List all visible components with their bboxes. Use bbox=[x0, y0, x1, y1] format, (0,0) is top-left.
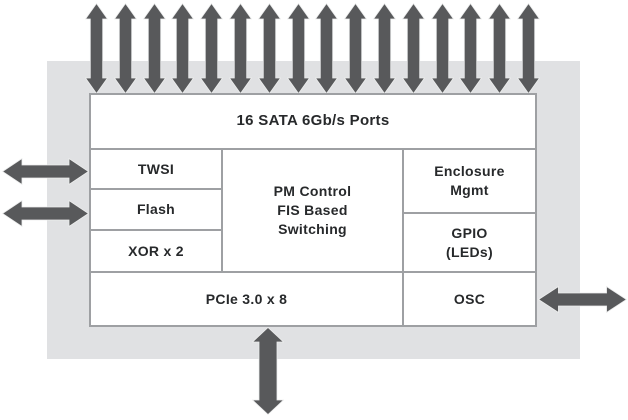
osc-bidirectional-arrow-icon bbox=[538, 286, 627, 313]
bidirectional-vertical-arrow-icon bbox=[85, 3, 108, 94]
bidirectional-vertical-arrow-icon bbox=[257, 3, 281, 94]
bidirectional-vertical-arrow-icon bbox=[459, 3, 483, 94]
pcie-bidirectional-arrow-icon bbox=[252, 327, 284, 415]
block-sata-ports: 16 SATA 6Gb/s Ports bbox=[91, 95, 535, 148]
bidirectional-vertical-arrow-icon bbox=[344, 3, 368, 94]
block-gpio-leds: GPIO (LEDs) bbox=[404, 214, 535, 271]
block-flash: Flash bbox=[91, 190, 221, 229]
bidirectional-vertical-arrow-icon bbox=[430, 3, 454, 94]
bidirectional-vertical-arrow-icon bbox=[315, 3, 339, 94]
bidirectional-vertical-arrow-icon bbox=[488, 3, 512, 94]
bidirectional-vertical-arrow-icon bbox=[401, 3, 425, 94]
bidirectional-vertical-arrow-icon bbox=[516, 3, 540, 94]
sata-port-arrows bbox=[85, 3, 540, 94]
block-enclosure-mgmt: Enclosure Mgmt bbox=[404, 150, 535, 212]
bidirectional-vertical-arrow-icon bbox=[286, 3, 310, 94]
twsi-bidirectional-arrow-icon bbox=[2, 158, 89, 185]
block-xor: XOR x 2 bbox=[91, 231, 221, 271]
bidirectional-vertical-arrow-icon bbox=[113, 3, 137, 94]
bidirectional-vertical-arrow-icon bbox=[228, 3, 252, 94]
flash-bidirectional-arrow-icon bbox=[2, 200, 89, 227]
block-pcie: PCIe 3.0 x 8 bbox=[91, 273, 402, 325]
bidirectional-vertical-arrow-icon bbox=[171, 3, 195, 94]
bidirectional-vertical-arrow-icon bbox=[200, 3, 224, 94]
chip-block-table: 16 SATA 6Gb/s Ports TWSI Flash XOR x 2 P… bbox=[89, 93, 537, 327]
bidirectional-vertical-arrow-icon bbox=[142, 3, 166, 94]
bidirectional-vertical-arrow-icon bbox=[372, 3, 396, 94]
block-pm-control: PM Control FIS Based Switching bbox=[223, 150, 402, 271]
block-twsi: TWSI bbox=[91, 150, 221, 188]
block-osc: OSC bbox=[404, 273, 535, 325]
